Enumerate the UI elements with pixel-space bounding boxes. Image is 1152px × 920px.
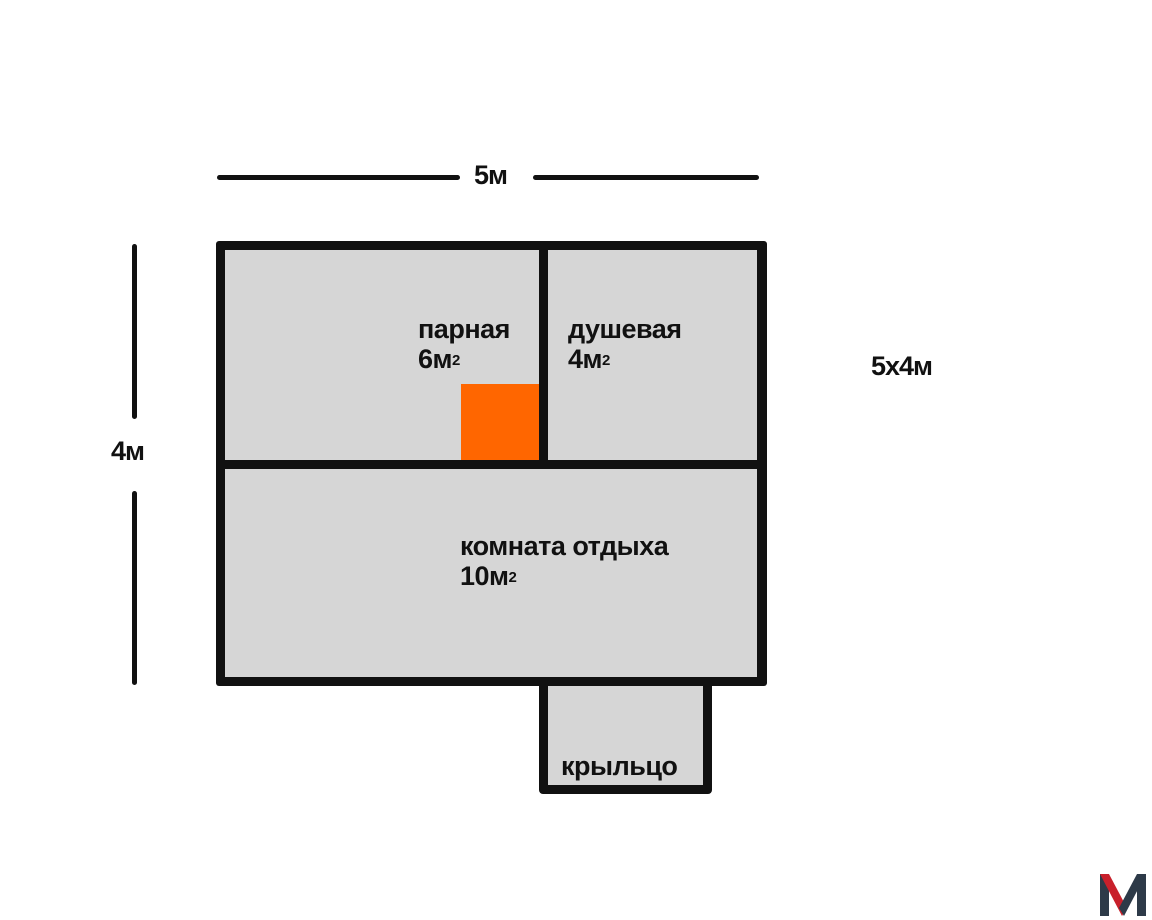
width-dimension-label: 5м: [474, 160, 508, 190]
room-porch: [548, 686, 703, 785]
height-dimension-label: 4м: [111, 436, 145, 466]
steam-room-area: 6м2: [418, 344, 460, 374]
logo-left-diagonal: [1100, 874, 1127, 916]
steam-room-label: парная 6м2: [418, 314, 510, 374]
room-shower: [548, 250, 757, 460]
rest-room-area: 10м2: [460, 561, 517, 591]
height-dimension-line-bottom: [132, 491, 137, 685]
steam-room-name: парная: [418, 314, 510, 344]
shower-room-label: душевая 4м2: [568, 314, 682, 374]
logo-right-diagonal: [1119, 874, 1146, 916]
shower-room-name: душевая: [568, 314, 682, 344]
size-label: 5x4м: [871, 351, 933, 381]
porch-label: крыльцо: [561, 751, 678, 781]
height-dimension-line-top: [132, 244, 137, 419]
width-dimension-line-left: [217, 175, 460, 180]
width-dimension-line-right: [533, 175, 759, 180]
room-rest: [225, 469, 757, 677]
shower-room-area: 4м2: [568, 344, 610, 374]
rest-room-name: комната отдыха: [460, 531, 669, 561]
rest-room-label: комната отдыха 10м2: [460, 531, 669, 591]
stove: [461, 384, 539, 460]
brand-m-logo-icon: [1100, 874, 1146, 916]
